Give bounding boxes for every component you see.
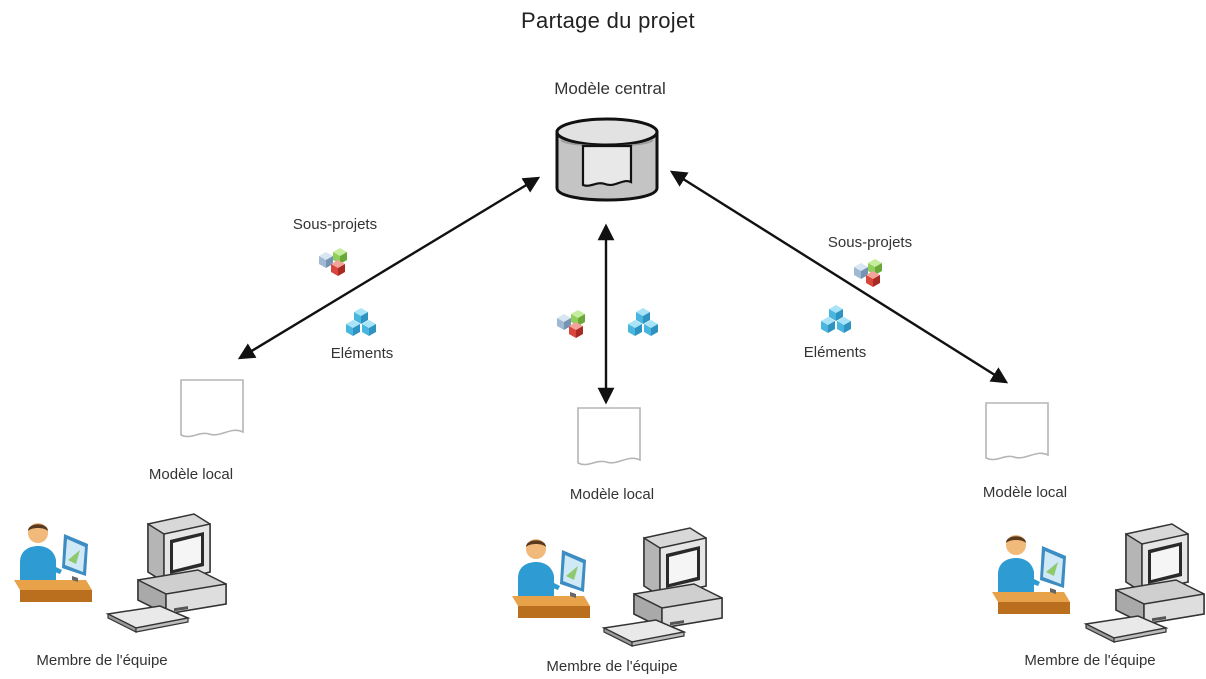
elements-cubes-icon — [628, 308, 658, 336]
person-at-desk-icon — [512, 539, 590, 618]
team-member-label-right: Membre de l'équipe — [1024, 652, 1156, 669]
document-icon — [577, 407, 641, 466]
document-icon — [985, 402, 1049, 461]
left-subprojects-label: Sous-projets — [292, 216, 378, 233]
right-elements-label: Eléments — [803, 344, 867, 361]
team-member-label-middle: Membre de l'équipe — [546, 658, 678, 675]
arrow-central-right — [669, 170, 1009, 384]
person-at-desk-icon — [14, 523, 92, 602]
right-subprojects-label: Sous-projets — [827, 234, 913, 251]
elements-cubes-icon — [346, 308, 376, 336]
diagram-title: Partage du projet — [521, 8, 695, 33]
desktop-computer-icon — [107, 513, 227, 633]
team-member-label-left: Membre de l'équipe — [36, 652, 168, 669]
elements-cubes-icon — [821, 305, 851, 333]
subprojects-cubes-icon — [854, 259, 882, 287]
subprojects-cubes-icon — [319, 248, 347, 276]
local-model-label-right: Modèle local — [982, 484, 1068, 501]
subprojects-cubes-icon — [557, 310, 585, 338]
person-at-desk-icon — [992, 535, 1070, 614]
desktop-computer-icon — [1085, 523, 1205, 643]
database-icon — [555, 117, 659, 202]
central-model-label: Modèle central — [554, 79, 666, 98]
desktop-computer-icon — [603, 527, 723, 647]
local-model-label-left: Modèle local — [148, 466, 234, 483]
local-model-label-middle: Modèle local — [569, 486, 655, 503]
document-icon — [180, 379, 244, 438]
arrow-central-left — [237, 176, 541, 360]
left-elements-label: Eléments — [330, 345, 394, 362]
